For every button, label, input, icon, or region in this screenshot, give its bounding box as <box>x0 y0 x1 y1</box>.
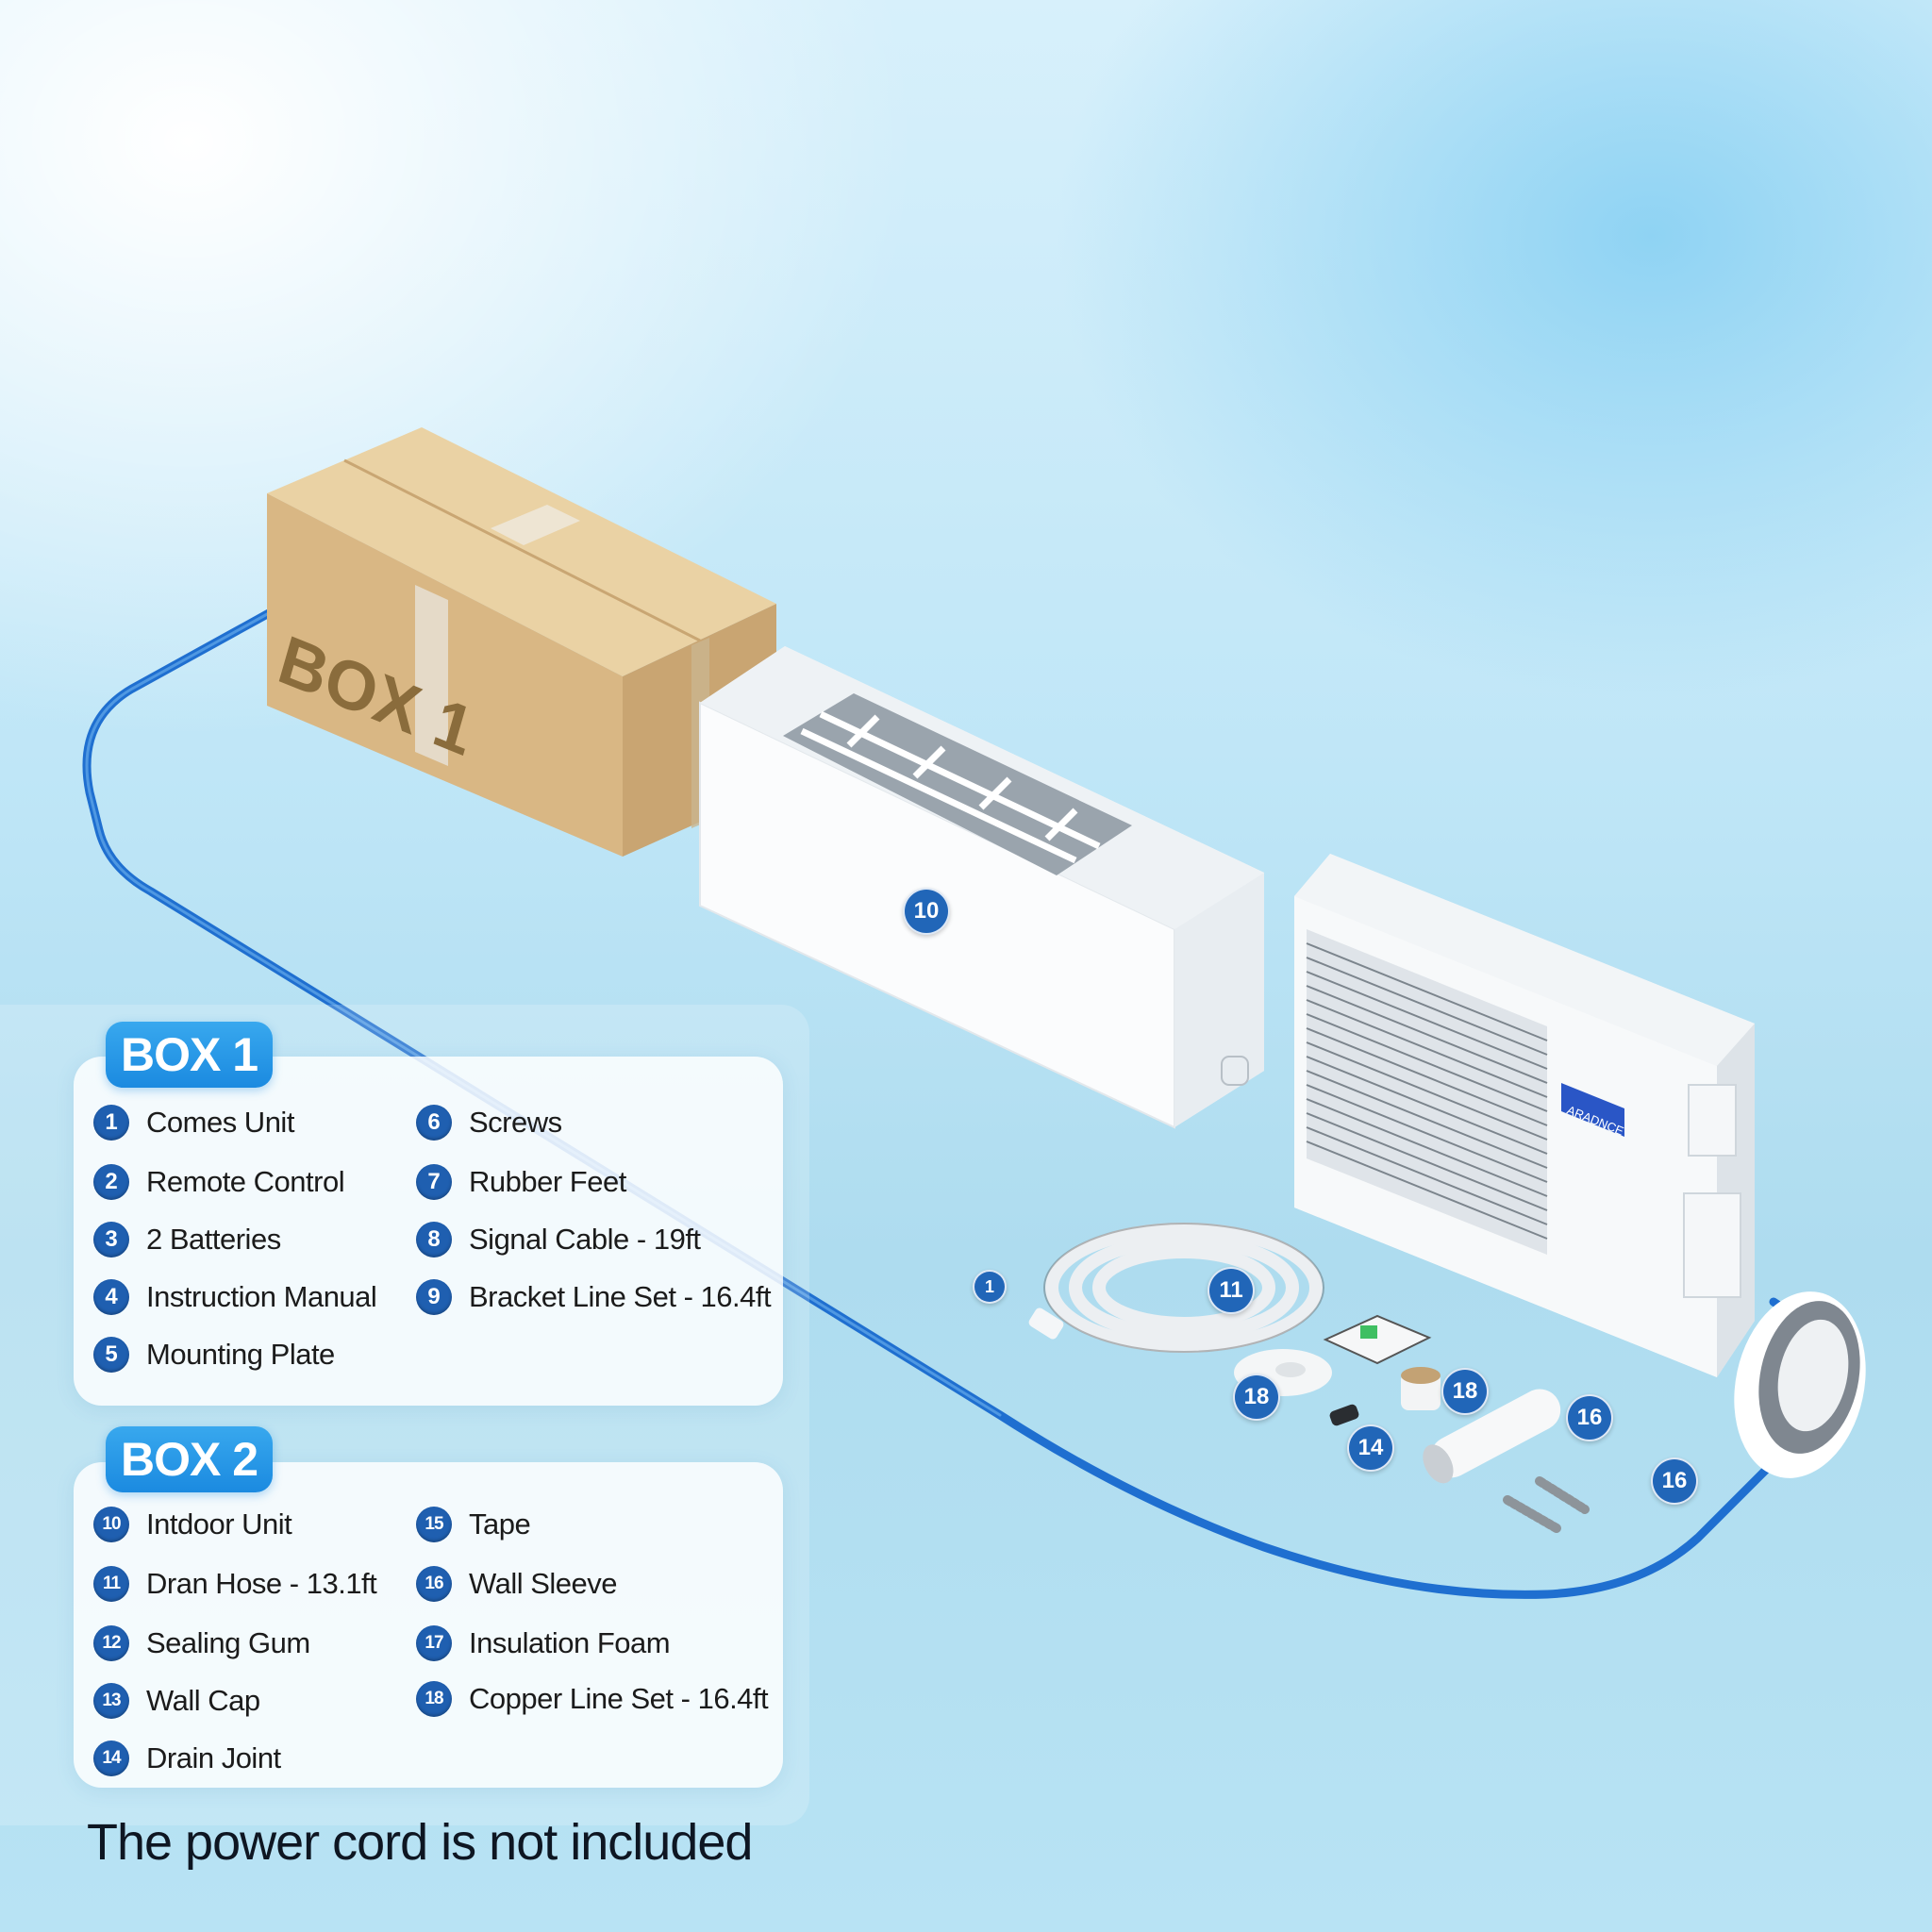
tape-roll <box>1734 1291 1866 1478</box>
power-cord-notice: The power cord is not included <box>87 1814 753 1871</box>
outdoor-unit: ARADNCE <box>1294 854 1755 1377</box>
list-item: 12 Sealing Gum <box>93 1623 310 1664</box>
screws <box>1503 1476 1590 1533</box>
item-number-badge: 1 <box>93 1105 129 1141</box>
drain-hose-coil <box>1045 1223 1323 1353</box>
item-number-badge: 11 <box>93 1566 129 1602</box>
list-item: 13 Wall Cap <box>93 1680 260 1722</box>
list-item: 9 Bracket Line Set - 16.4ft <box>416 1276 772 1318</box>
item-number-badge: 2 <box>93 1164 129 1200</box>
item-label: Drain Joint <box>146 1741 281 1774</box>
wall-sleeve <box>1423 1389 1561 1484</box>
item-number-badge: 6 <box>416 1105 452 1141</box>
list-item: 2 Remote Control <box>93 1161 345 1203</box>
item-label: Wall Sleeve <box>469 1567 618 1600</box>
item-label: Wall Cap <box>146 1684 260 1717</box>
item-label: Remote Control <box>146 1165 345 1198</box>
box2-title-badge: BOX 2 <box>106 1426 274 1492</box>
item-label: Mounting Plate <box>146 1338 335 1371</box>
list-item: 7 Rubber Feet <box>416 1161 626 1203</box>
item-number-badge: 10 <box>93 1507 129 1542</box>
item-number-badge: 12 <box>93 1625 129 1661</box>
item-number-badge: 17 <box>416 1625 452 1661</box>
list-item: 18 Copper Line Set - 16.4ft <box>416 1678 769 1720</box>
item-number-badge: 16 <box>416 1566 452 1602</box>
item-number-badge: 3 <box>93 1222 129 1257</box>
list-item: 5 Mounting Plate <box>93 1334 335 1375</box>
list-item: 17 Insulation Foam <box>416 1623 671 1664</box>
callout-indoor-unit: 10 <box>903 888 950 935</box>
item-label: Tape <box>469 1507 531 1541</box>
item-number-badge: 5 <box>93 1337 129 1373</box>
list-item: 6 Screws <box>416 1102 562 1143</box>
item-label: Comes Unit <box>146 1106 294 1139</box>
item-label: Signal Cable - 19ft <box>469 1223 701 1256</box>
item-label: Bracket Line Set - 16.4ft <box>469 1280 772 1313</box>
callout-drain-joint: 14 <box>1347 1424 1394 1472</box>
list-item: 11 Dran Hose - 13.1ft <box>93 1563 377 1605</box>
callout-wall-cap: 18 <box>1233 1374 1280 1421</box>
callout-drain-hose: 11 <box>1208 1267 1255 1314</box>
list-item: 15 Tape <box>416 1504 531 1545</box>
list-item: 10 Intdoor Unit <box>93 1504 292 1545</box>
item-label: 2 Batteries <box>146 1223 281 1256</box>
item-label: Rubber Feet <box>469 1165 626 1198</box>
item-number-badge: 14 <box>93 1740 129 1776</box>
list-item: 8 Signal Cable - 19ft <box>416 1219 701 1260</box>
item-number-badge: 7 <box>416 1164 452 1200</box>
list-item: 1 Comes Unit <box>93 1102 294 1143</box>
item-label: Copper Line Set - 16.4ft <box>469 1682 769 1715</box>
list-item: 4 Instruction Manual <box>93 1276 377 1318</box>
box1-title-badge: BOX 1 <box>106 1022 274 1088</box>
item-number-badge: 15 <box>416 1507 452 1542</box>
callout-insulation: 18 <box>1441 1368 1489 1415</box>
list-item: 16 Wall Sleeve <box>416 1563 618 1605</box>
drain-joint <box>1329 1404 1359 1426</box>
item-label: Sealing Gum <box>146 1626 310 1659</box>
callout-cable: 1 <box>973 1270 1007 1304</box>
sealing-gum <box>1323 1314 1432 1365</box>
item-label: Insulation Foam <box>469 1626 671 1659</box>
item-label: Intdoor Unit <box>146 1507 292 1541</box>
item-number-badge: 9 <box>416 1279 452 1315</box>
item-number-badge: 18 <box>416 1681 452 1717</box>
item-number-badge: 4 <box>93 1279 129 1315</box>
list-item: 14 Drain Joint <box>93 1738 281 1779</box>
list-item: 3 2 Batteries <box>93 1219 281 1260</box>
item-number-badge: 8 <box>416 1222 452 1257</box>
callout-tape: 16 <box>1651 1457 1698 1505</box>
item-label: Screws <box>469 1106 562 1139</box>
item-label: Dran Hose - 13.1ft <box>146 1567 377 1600</box>
item-number-badge: 13 <box>93 1683 129 1719</box>
item-label: Instruction Manual <box>146 1280 377 1313</box>
callout-wall-sleeve: 16 <box>1566 1394 1613 1441</box>
